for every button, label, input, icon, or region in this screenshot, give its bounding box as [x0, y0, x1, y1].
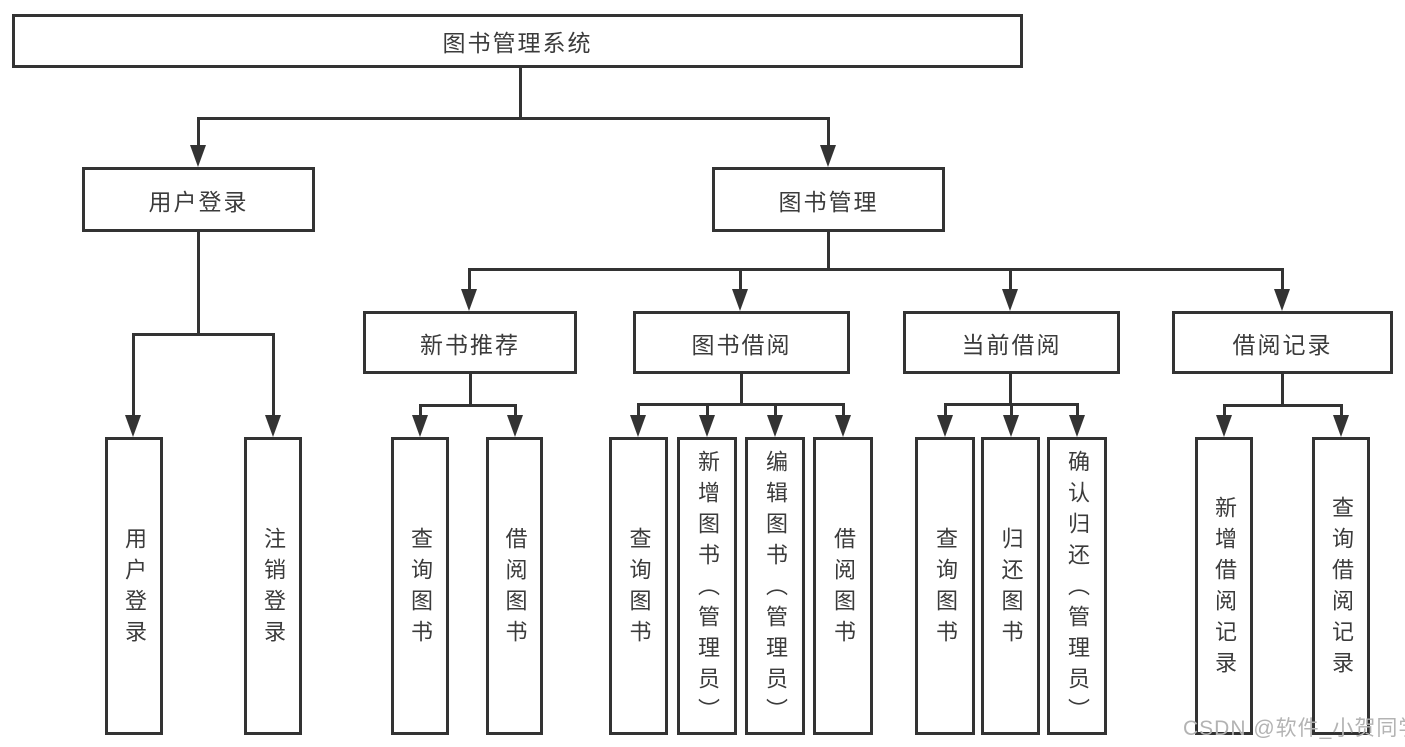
- leaf-user-login: 用户登录: [105, 437, 163, 735]
- connector-rail: [637, 403, 845, 406]
- connector-drop: [1223, 404, 1226, 418]
- arrow-down-icon: [461, 289, 477, 311]
- arrow-down-icon: [937, 415, 953, 437]
- arrow-down-icon: [1274, 289, 1290, 311]
- node-label: 用户登录: [148, 188, 249, 215]
- leaf-logout: 注销登录: [244, 437, 302, 735]
- connector-trunk: [1281, 372, 1284, 407]
- arrow-down-icon: [1003, 415, 1019, 437]
- arrow-down-icon: [767, 415, 783, 437]
- arrow-down-icon: [190, 145, 206, 167]
- connector-level1-rail: [197, 117, 830, 120]
- connector-drop: [1010, 403, 1013, 418]
- node-borrowing-records: 借阅记录: [1172, 311, 1393, 374]
- arrow-down-icon: [507, 415, 523, 437]
- node-label: 图书借阅: [691, 331, 792, 358]
- connector-drop: [944, 403, 947, 418]
- leaf-label: 借阅图书: [831, 527, 856, 651]
- connector-trunk: [197, 230, 200, 336]
- connector-root-trunk: [519, 66, 522, 119]
- connector-rail: [132, 333, 275, 336]
- connector-drop: [1340, 404, 1343, 418]
- connector-trunk: [740, 372, 743, 406]
- connector-rail: [1223, 404, 1343, 407]
- arrow-down-icon: [1002, 289, 1018, 311]
- leaf-add-books-admin: 新增图书（管理员）: [677, 437, 737, 735]
- connector-trunk: [469, 372, 472, 407]
- connector-drop: [827, 117, 830, 149]
- csdn-watermark: CSDN @软件_小贺同学: [1183, 717, 1405, 740]
- connector-rail: [419, 404, 517, 407]
- arrow-down-icon: [630, 415, 646, 437]
- leaf-query-books-recommend: 查询图书: [391, 437, 449, 735]
- node-label: 当前借阅: [961, 331, 1062, 358]
- connector-drop: [739, 268, 742, 293]
- connector-drop: [637, 403, 640, 418]
- leaf-label: 借阅图书: [502, 527, 528, 651]
- arrow-down-icon: [412, 415, 428, 437]
- leaf-return-books: 归还图书: [981, 437, 1040, 735]
- leaf-label: 查询图书: [933, 527, 958, 651]
- arrow-down-icon: [1069, 415, 1085, 437]
- arrow-down-icon: [265, 415, 281, 437]
- leaf-label: 归还图书: [998, 527, 1024, 651]
- connector-drop: [197, 117, 200, 149]
- node-library-management-system: 图书管理系统: [12, 14, 1023, 68]
- node-book-borrowing: 图书借阅: [633, 311, 850, 374]
- connector-drop: [132, 333, 135, 417]
- leaf-borrow-books-recommend: 借阅图书: [486, 437, 543, 735]
- leaf-label: 注销登录: [261, 527, 286, 651]
- leaf-label: 查询借阅记录: [1329, 496, 1354, 682]
- connector-drop: [842, 403, 845, 418]
- leaf-query-books-current: 查询图书: [915, 437, 975, 735]
- arrow-down-icon: [820, 145, 836, 167]
- connector-drop: [1076, 403, 1079, 418]
- connector-drop: [774, 403, 777, 418]
- leaf-label: 新增图书（管理员）: [695, 449, 720, 729]
- connector-drop: [468, 268, 471, 293]
- leaf-borrow-books: 借阅图书: [813, 437, 873, 735]
- arrow-down-icon: [835, 415, 851, 437]
- node-label: 图书管理系统: [442, 30, 593, 56]
- leaf-query-borrow-record: 查询借阅记录: [1312, 437, 1370, 735]
- connector-drop: [272, 333, 275, 417]
- node-book-management: 图书管理: [712, 167, 945, 232]
- connector-drop: [514, 404, 517, 418]
- leaf-label: 新增借阅记录: [1212, 496, 1237, 682]
- connector-drop: [706, 403, 709, 418]
- leaf-label: 用户登录: [122, 527, 147, 651]
- connector-level2-rail: [468, 268, 1284, 271]
- leaf-query-books-borrowing: 查询图书: [609, 437, 668, 735]
- node-label: 图书管理: [778, 188, 879, 215]
- connector-drop: [419, 404, 422, 418]
- leaf-label: 确认归还（管理员）: [1065, 449, 1090, 729]
- leaf-confirm-return-admin: 确认归还（管理员）: [1047, 437, 1107, 735]
- leaf-label: 查询图书: [626, 527, 652, 651]
- node-new-book-recommendation: 新书推荐: [363, 311, 577, 374]
- node-current-borrowing: 当前借阅: [903, 311, 1120, 374]
- leaf-edit-books-admin: 编辑图书（管理员）: [745, 437, 805, 735]
- arrow-down-icon: [699, 415, 715, 437]
- leaf-label: 编辑图书（管理员）: [763, 449, 788, 729]
- leaf-label: 查询图书: [408, 527, 433, 651]
- arrow-down-icon: [1216, 415, 1232, 437]
- node-label: 新书推荐: [420, 331, 520, 358]
- connector-trunk: [1009, 372, 1012, 406]
- arrow-down-icon: [1333, 415, 1349, 437]
- node-user-login: 用户登录: [82, 167, 315, 232]
- arrow-down-icon: [125, 415, 141, 437]
- connector-drop: [1281, 268, 1284, 293]
- connector-trunk: [827, 230, 830, 271]
- node-label: 借阅记录: [1232, 331, 1333, 358]
- leaf-add-borrow-record: 新增借阅记录: [1195, 437, 1253, 735]
- arrow-down-icon: [732, 289, 748, 311]
- connector-drop: [1009, 268, 1012, 293]
